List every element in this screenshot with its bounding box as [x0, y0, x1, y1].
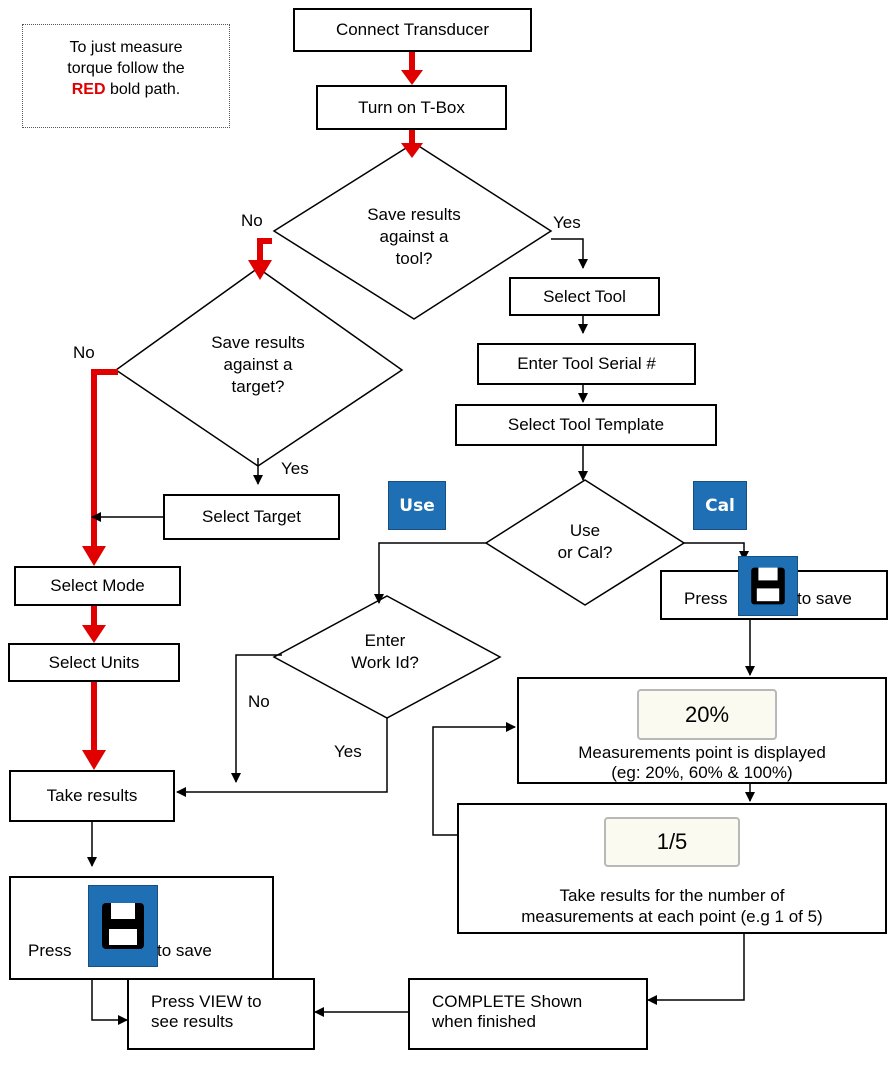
box-select-tool-template: Select Tool Template: [455, 404, 717, 446]
cal-icon: Cal: [693, 481, 747, 530]
save-icon: [88, 885, 158, 967]
count-caption: Take results for the number of measureme…: [459, 885, 885, 927]
to-save-right-label: to save: [797, 589, 852, 608]
press-right-label: Press: [684, 589, 728, 608]
note-line-2: torque follow the: [67, 60, 185, 77]
view-line-1: Press VIEW to: [151, 992, 262, 1011]
count-caption-line-1: Take results for the number of: [559, 886, 785, 905]
use-icon: Use: [388, 481, 446, 530]
complete-line-1: COMPLETE Shown: [432, 992, 583, 1011]
view-line-2: see results: [151, 1012, 234, 1031]
box-complete-shown: COMPLETE Shown when finished: [408, 978, 648, 1050]
red-path-note: To just measure torque follow the RED bo…: [22, 24, 230, 128]
label-yes-target: Yes: [281, 459, 309, 478]
note-line-3: RED bold path.: [23, 79, 229, 100]
label-no-target: No: [73, 343, 95, 362]
cal-icon-label: Cal: [705, 495, 735, 516]
press-left-label: Press: [28, 941, 72, 960]
label-yes-workid: Yes: [334, 742, 362, 761]
box-press-save-right: Press to save: [660, 556, 888, 620]
count-caption-line-2: measurements at each point (e.g 1 of 5): [521, 907, 823, 926]
save-icon: [738, 556, 798, 616]
box-connect-transducer: Connect Transducer: [293, 8, 532, 52]
decision-target-line-3: target?: [231, 377, 285, 396]
decision-tool-line-3: tool?: [395, 249, 433, 268]
box-select-tool: Select Tool: [509, 277, 660, 316]
decision-usecal-text: Use or Cal?: [530, 520, 640, 564]
to-save-left-label: to save: [157, 941, 212, 960]
use-icon-label: Use: [399, 495, 435, 516]
decision-tool-line-2: against a: [379, 227, 449, 246]
decision-workid-line-1: Enter: [364, 631, 406, 650]
decision-workid-text: Enter Work Id?: [330, 630, 440, 674]
decision-usecal-line-1: Use: [569, 521, 601, 540]
box-press-view: Press VIEW to see results: [127, 978, 315, 1050]
complete-line-2: when finished: [432, 1012, 536, 1031]
decision-target-line-2: against a: [223, 355, 293, 374]
decision-usecal-shape: [484, 479, 686, 606]
box-take-measurements: 1/5 Take results for the number of measu…: [457, 803, 887, 934]
label-no-workid: No: [248, 692, 270, 711]
decision-tool-line-1: Save results: [367, 205, 461, 224]
note-rest: bold path.: [105, 81, 181, 98]
box-measurement-point: 20% Measurements point is displayed (eg:…: [517, 677, 887, 784]
count-display: 1/5: [604, 817, 740, 867]
note-line-1: To just measure: [69, 39, 183, 56]
measurement-caption-line-2: (eg: 20%, 60% & 100%): [611, 763, 793, 782]
box-select-units: Select Units: [8, 643, 180, 682]
measurement-caption-line-1: Measurements point is displayed: [578, 743, 826, 762]
decision-usecal-line-2: or Cal?: [557, 543, 613, 562]
decision-target-line-1: Save results: [211, 333, 305, 352]
decision-tool-text: Save results against a tool?: [324, 204, 504, 270]
note-red-word: RED: [71, 81, 106, 98]
decision-workid-line-2: Work Id?: [351, 653, 419, 672]
measurement-caption: Measurements point is displayed (eg: 20%…: [519, 743, 885, 783]
measurement-display: 20%: [637, 689, 777, 740]
decision-tool-shape: [272, 142, 553, 320]
label-no-tool: No: [241, 211, 263, 230]
box-take-results: Take results: [9, 770, 175, 822]
box-turn-on-tbox: Turn on T-Box: [316, 85, 507, 130]
box-press-save-left: Press to save: [9, 876, 274, 980]
box-enter-tool-serial: Enter Tool Serial #: [477, 343, 696, 385]
box-select-target: Select Target: [163, 494, 340, 540]
box-select-mode: Select Mode: [14, 566, 181, 606]
label-yes-tool: Yes: [553, 213, 581, 232]
decision-target-text: Save results against a target?: [168, 332, 348, 398]
